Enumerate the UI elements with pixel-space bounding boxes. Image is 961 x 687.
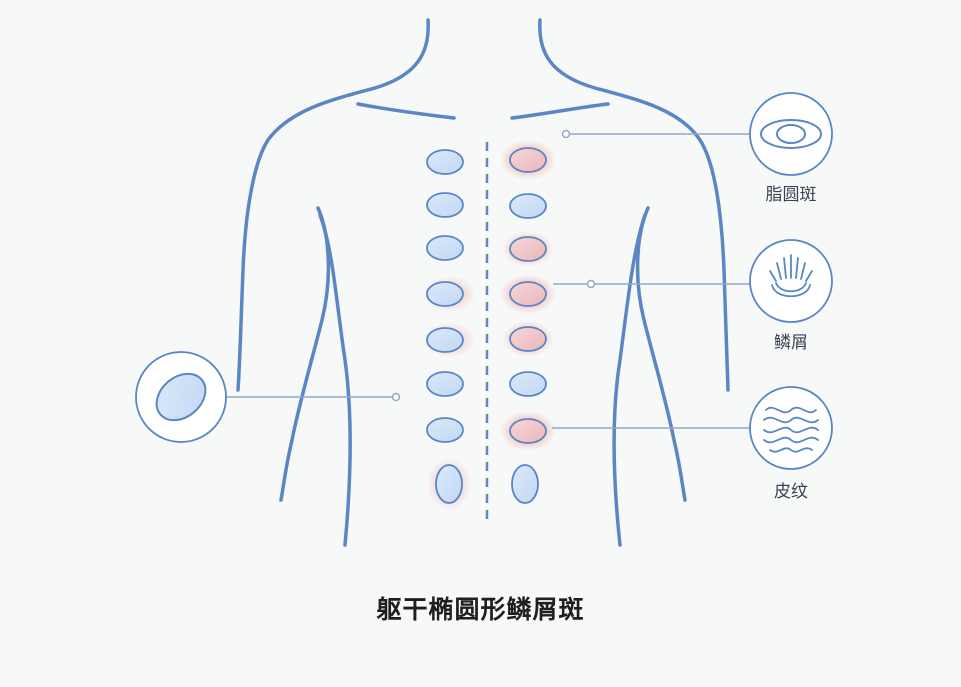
lesion: [509, 281, 547, 307]
collarbone-left: [356, 102, 456, 120]
lesion: [426, 417, 464, 443]
left-inner-line: [318, 213, 352, 547]
icon-circle: [749, 386, 833, 470]
collarbone-right: [510, 102, 610, 120]
hand-scales-icon: [769, 254, 813, 298]
wavy-skin-lines-icon: [763, 406, 819, 453]
lesion: [509, 326, 547, 352]
lesion: [511, 464, 539, 504]
icon-circle: [749, 92, 833, 176]
right-inner-line: [612, 213, 647, 547]
lesion: [426, 235, 464, 261]
lesion: [509, 193, 547, 219]
lesions-right: [500, 140, 556, 504]
feature-label-oval-spot: 脂圆斑: [765, 185, 817, 205]
magnified-lesion-callout: [135, 351, 401, 443]
magnified-lesion: [155, 372, 207, 422]
leader-dot: [586, 279, 596, 289]
leader-dot: [391, 392, 401, 402]
lesion: [426, 149, 464, 175]
leader-dot: [561, 129, 571, 139]
lesion: [435, 464, 463, 504]
feature-label-skin-lines: 皮纹: [774, 482, 808, 502]
neck-left-line: [236, 18, 430, 392]
icon-circle: [749, 239, 833, 323]
lesion: [509, 236, 547, 262]
callout-scales: [553, 239, 833, 323]
feature-label-scales: 鳞屑: [774, 333, 808, 353]
lesion: [509, 418, 547, 444]
diagram-title: 躯干椭圆形鳞屑斑: [376, 595, 585, 624]
eye-oval-icon: [760, 119, 822, 149]
lesion: [509, 371, 547, 397]
torso-outline: [236, 18, 730, 547]
left-side-line: [279, 206, 331, 502]
neck-right-line: [538, 18, 730, 392]
right-side-line: [635, 206, 687, 502]
callout-skin-lines: [552, 386, 833, 470]
lesion: [509, 147, 547, 173]
lesion: [426, 327, 464, 353]
lesion: [426, 281, 464, 307]
callout-oval-spot: [561, 92, 833, 176]
lesion: [426, 192, 464, 218]
lesion: [426, 371, 464, 397]
lesions-left: [424, 149, 476, 510]
